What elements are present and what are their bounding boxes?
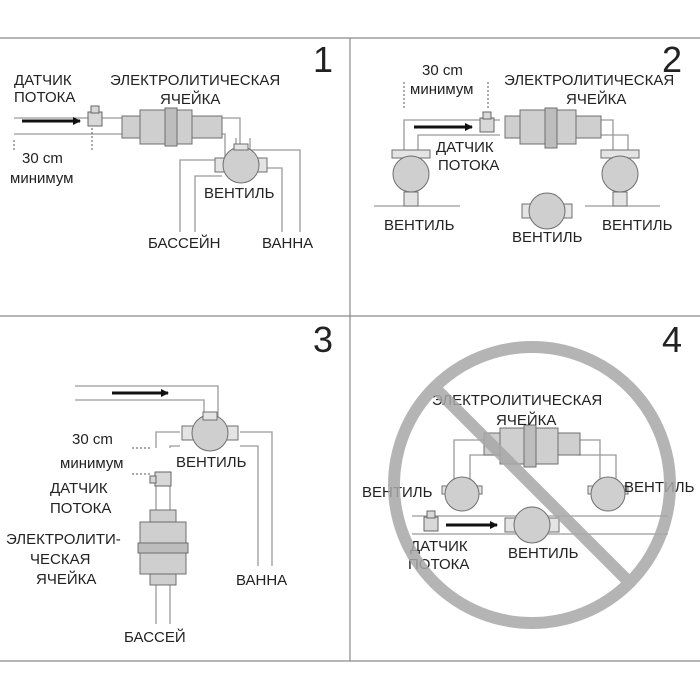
flow-sensor-label-2a: ДАТЧИК — [436, 139, 494, 156]
bath-label-3: ВАННА — [236, 572, 287, 589]
flow-sensor-4 — [423, 510, 439, 532]
flow-sensor-1 — [87, 105, 103, 127]
panel-3: 3 — [6, 319, 333, 646]
valve-3 — [181, 411, 239, 452]
cell-label-4b: ЯЧЕЙКА — [496, 411, 556, 429]
panel-3-number: 3 — [313, 319, 333, 360]
valve-1 — [214, 143, 268, 184]
cell-label-3a: ЭЛЕКТРОЛИТИ- — [6, 531, 121, 548]
panel-1: 1 — [10, 39, 333, 252]
valve-label-3: ВЕНТИЛЬ — [176, 454, 247, 471]
bath-label-1: ВАННА — [262, 235, 313, 252]
valve-2-left — [391, 149, 431, 207]
prohibition-sign — [388, 341, 676, 629]
electrolytic-cell-2 — [504, 107, 602, 149]
panel-2: 2 — [374, 39, 682, 246]
pool-label-1: БАССЕЙН — [148, 234, 220, 252]
panel-1-number: 1 — [313, 39, 333, 80]
panel-2-number: 2 — [662, 39, 682, 80]
valve-label-2-center: ВЕНТИЛЬ — [512, 229, 583, 246]
valve-4-left — [441, 476, 483, 512]
flow-sensor-3 — [149, 471, 172, 487]
valve-4-right — [587, 476, 629, 512]
electrolytic-cell-3 — [137, 509, 189, 586]
cell-label-1b: ЯЧЕЙКА — [160, 90, 220, 108]
cell-label-3c: ЯЧЕЙКА — [36, 570, 96, 588]
valve-label-4-right: ВЕНТИЛЬ — [624, 479, 695, 496]
flow-sensor-2 — [479, 111, 495, 133]
pool-label-3: БАССЕЙ — [124, 628, 186, 646]
panel-4-number: 4 — [662, 319, 682, 360]
minimum-label-1: минимум — [10, 170, 73, 187]
cell-label-2b: ЯЧЕЙКА — [566, 90, 626, 108]
flow-sensor-label-3b: ПОТОКА — [50, 500, 111, 517]
flow-sensor-label-3a: ДАТЧИК — [50, 480, 108, 497]
distance-label-2: 30 cm — [422, 62, 463, 79]
minimum-label-2: минимум — [410, 81, 473, 98]
cell-label-1a: ЭЛЕКТРОЛИТИЧЕСКАЯ — [110, 72, 280, 89]
flow-sensor-label-1a: ДАТЧИК — [14, 72, 72, 89]
flow-sensor-label-4a: ДАТЧИК — [410, 538, 468, 555]
flow-sensor-label-1b: ПОТОКА — [14, 89, 75, 106]
panel-4: 4 ЭЛЕКТРОЛ — [362, 319, 695, 629]
minimum-label-3: минимум — [60, 455, 123, 472]
cell-label-3b: ЧЕСКАЯ — [30, 551, 90, 568]
cell-label-2a: ЭЛЕКТРОЛИТИЧЕСКАЯ — [504, 72, 674, 89]
valve-label-4-center: ВЕНТИЛЬ — [508, 545, 579, 562]
valve-label-2-right: ВЕНТИЛЬ — [602, 217, 673, 234]
distance-label-3: 30 cm — [72, 431, 113, 448]
valve-2-right — [600, 149, 640, 207]
panel-grid — [0, 37, 700, 662]
valve-4-center — [504, 506, 560, 544]
valve-label-2-left: ВЕНТИЛЬ — [384, 217, 455, 234]
valve-label-1: ВЕНТИЛЬ — [204, 185, 275, 202]
electrolytic-cell-1 — [121, 107, 223, 147]
flow-sensor-label-2b: ПОТОКА — [438, 157, 499, 174]
distance-label-1: 30 cm — [22, 150, 63, 167]
cell-label-4a: ЭЛЕКТРОЛИТИЧЕСКАЯ — [432, 392, 602, 409]
valve-2-center — [521, 192, 573, 230]
